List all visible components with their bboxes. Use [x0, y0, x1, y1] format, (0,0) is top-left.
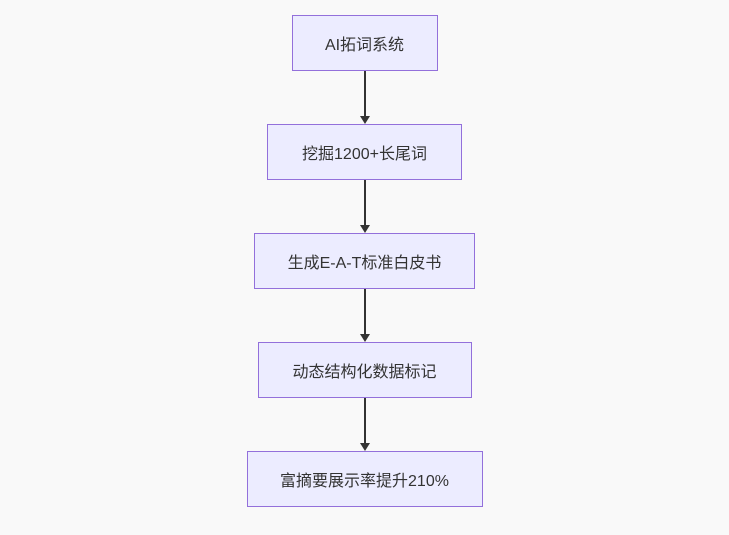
flow-arrow-3: [359, 289, 371, 342]
flow-arrow-4: [359, 398, 371, 451]
flow-node-label: AI拓词系统: [324, 37, 405, 54]
arrow-line: [363, 398, 366, 444]
flow-node-longtail-mining: 挖掘1200+长尾词: [267, 124, 462, 180]
arrow-line: [363, 289, 366, 335]
flow-node-label: 生成E-A-T标准白皮书: [287, 255, 442, 272]
flow-node-eat-whitepaper: 生成E-A-T标准白皮书: [254, 233, 475, 289]
arrow-line: [363, 71, 366, 117]
flow-node-structured-data: 动态结构化数据标记: [257, 342, 472, 398]
arrow-down-icon: [359, 116, 370, 124]
flow-node-ai-system: AI拓词系统: [291, 15, 438, 71]
arrow-down-icon: [359, 225, 370, 233]
flow-node-label: 挖掘1200+长尾词: [302, 146, 427, 163]
flow-node-label: 富摘要展示率提升210%: [280, 473, 449, 490]
flow-node-rich-snippet-result: 富摘要展示率提升210%: [246, 451, 483, 507]
flow-arrow-1: [359, 71, 371, 124]
arrow-down-icon: [359, 334, 370, 342]
flow-node-label: 动态结构化数据标记: [292, 364, 437, 381]
arrow-down-icon: [359, 443, 370, 451]
flow-arrow-2: [359, 180, 371, 233]
arrow-line: [363, 180, 366, 226]
